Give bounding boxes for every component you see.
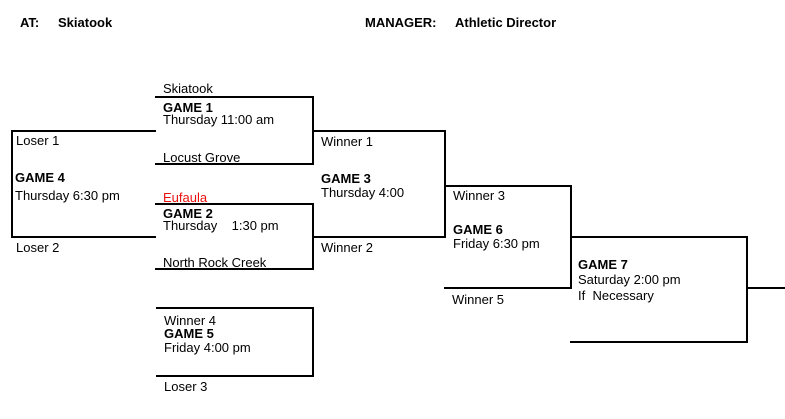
game3-schedule: Thursday 4:00 (321, 185, 405, 200)
game7-title: GAME 7 (578, 257, 628, 272)
loser1-line (11, 130, 156, 132)
game4-schedule: Thursday 6:30 pm (15, 188, 120, 203)
game5-title: GAME 5 (164, 326, 214, 341)
game5-top-slot: Winner 4 (164, 313, 217, 328)
at-label: AT: (20, 15, 40, 30)
champion-line (746, 287, 785, 289)
game1-top-line (155, 96, 314, 98)
game1-bottom-line (155, 163, 314, 165)
game6-bottom-slot: Winner 5 (452, 292, 505, 307)
game7-schedule: Saturday 2:00 pm (578, 272, 681, 287)
game5-bottom-slot: Loser 3 (164, 379, 208, 394)
game1-bottom-team: Locust Grove (163, 150, 241, 165)
game7-bottom-line (570, 341, 748, 343)
winner5-line (444, 287, 572, 289)
manager-value: Athletic Director (455, 15, 557, 30)
winner2-line (312, 236, 446, 238)
winner3-line (444, 185, 572, 187)
game2-top-line (155, 203, 314, 205)
game7-top-line (570, 236, 748, 238)
game2-bottom-line (155, 268, 314, 270)
game3-title: GAME 3 (321, 171, 371, 186)
game6-schedule: Friday 6:30 pm (453, 236, 540, 251)
game7-note: If Necessary (578, 288, 654, 303)
game2-bottom-team: North Rock Creek (163, 255, 267, 270)
winner1-line (312, 130, 446, 132)
game4-bottom-slot: Loser 2 (16, 240, 60, 255)
manager-label: MANAGER: (365, 15, 437, 30)
at-value: Skiatook (58, 15, 113, 30)
game4-top-slot: Loser 1 (16, 133, 60, 148)
game5-schedule: Friday 4:00 pm (164, 340, 251, 355)
game3-right-connector (444, 130, 446, 238)
game5-top-line (156, 307, 314, 309)
game4-left-connector (11, 130, 13, 238)
game5-right-connector (312, 307, 314, 377)
game3-bottom-slot: Winner 2 (321, 240, 374, 255)
game3-top-slot: Winner 1 (321, 134, 374, 149)
game2-top-team: Eufaula (163, 190, 208, 205)
game6-top-slot: Winner 3 (453, 188, 506, 203)
loser2-line (11, 236, 156, 238)
game1-title: GAME 1 (163, 100, 213, 115)
game1-schedule: Thursday 11:00 am (163, 112, 275, 127)
game6-title: GAME 6 (453, 222, 503, 237)
game2-title: GAME 2 (163, 206, 213, 221)
game4-title: GAME 4 (15, 170, 65, 185)
game2-schedule: Thursday 1:30 pm (163, 218, 279, 233)
game1-top-team: Skiatook (163, 81, 213, 96)
game7-right-connector (746, 236, 748, 343)
game5-bottom-line (156, 375, 314, 377)
